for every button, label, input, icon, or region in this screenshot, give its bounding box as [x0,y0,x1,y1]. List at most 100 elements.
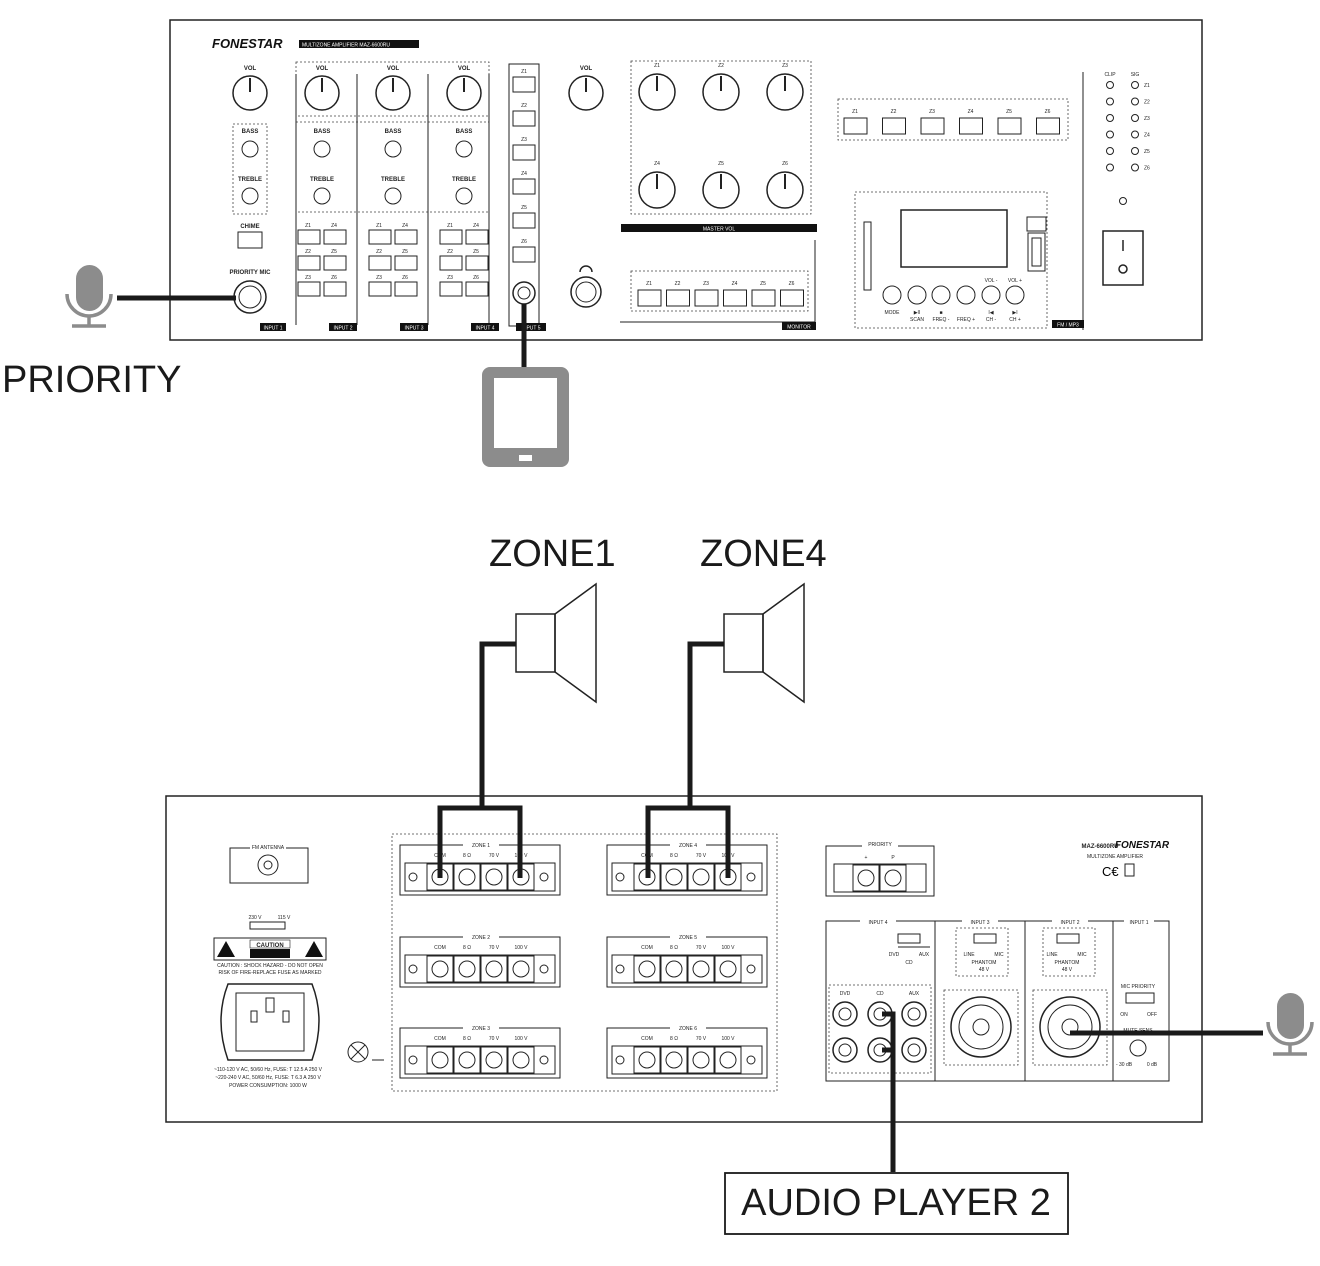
master-zone-knob[interactable] [766,73,804,111]
treble-knob[interactable] [384,187,402,205]
rca-jack[interactable] [901,1037,927,1063]
speaker-terminal[interactable] [480,955,508,983]
speaker-terminal[interactable] [714,955,742,983]
speaker-terminal[interactable] [480,863,508,891]
rca-jack[interactable] [832,1001,858,1027]
fm-antenna-jack[interactable] [257,854,279,876]
master-zone-knob[interactable] [702,171,740,209]
zone-assign-button[interactable] [465,281,489,297]
master-zone-knob[interactable] [702,73,740,111]
headphone-jack[interactable] [570,276,602,308]
zone-assign-button[interactable] [394,281,418,297]
speaker-terminal[interactable] [687,863,715,891]
monitor-zone-button[interactable] [780,289,804,307]
player-button[interactable] [907,285,927,305]
speaker-terminal[interactable] [426,1046,454,1074]
rca-jack[interactable] [901,1001,927,1027]
speaker-terminal[interactable] [507,955,535,983]
speaker-terminal[interactable] [453,1046,481,1074]
priority-terminal-p[interactable] [879,864,907,892]
zone-assign-button[interactable] [368,229,392,245]
speaker-terminal[interactable] [633,955,661,983]
zone-assign-button[interactable] [368,255,392,271]
player-button[interactable] [931,285,951,305]
zone-assign-button[interactable] [368,281,392,297]
zone-assign-button[interactable] [439,229,463,245]
paging-zone-button[interactable] [882,117,906,135]
master-zone-knob[interactable] [766,171,804,209]
speaker-terminal[interactable] [507,1046,535,1074]
speaker-terminal[interactable] [714,1046,742,1074]
zone-assign-button[interactable] [394,229,418,245]
monitor-vol-knob[interactable] [568,75,604,111]
speaker-terminal[interactable] [453,955,481,983]
zone-assign-button[interactable] [394,255,418,271]
voltage-selector[interactable] [249,921,286,930]
player-button[interactable] [1005,285,1025,305]
speaker-terminal[interactable] [633,1046,661,1074]
speaker-terminal[interactable] [660,1046,688,1074]
zone-assign-button[interactable] [323,255,347,271]
mic-priority-switch[interactable] [1125,992,1155,1004]
paging-zone-button[interactable] [843,117,868,135]
zone-assign-button[interactable] [297,229,321,245]
input1-treble-knob[interactable] [241,187,259,205]
monitor-zone-button[interactable] [751,289,776,307]
speaker-terminal[interactable] [480,1046,508,1074]
paging-zone-button[interactable] [920,117,945,135]
vol-knob[interactable] [304,75,340,111]
treble-knob[interactable] [455,187,473,205]
treble-knob[interactable] [313,187,331,205]
input3-combo-jack[interactable] [950,996,1012,1058]
bass-knob[interactable] [455,140,473,158]
paging-zone-button[interactable] [997,117,1022,135]
input5-zone-button[interactable] [512,76,536,93]
paging-zone-button[interactable] [1036,117,1060,135]
player-button[interactable] [981,285,1001,305]
player-button[interactable] [882,285,902,305]
input2-line-mic-switch[interactable] [1056,933,1080,944]
zone-assign-button[interactable] [323,281,347,297]
bass-knob[interactable] [313,140,331,158]
input1-vol-knob[interactable] [232,75,268,111]
sd-card-slot[interactable] [863,221,872,291]
master-zone-knob[interactable] [638,73,676,111]
zone-assign-button[interactable] [297,255,321,271]
input4-source-switch[interactable] [897,933,921,944]
zone-assign-button[interactable] [323,229,347,245]
speaker-terminal[interactable] [660,955,688,983]
priority-terminal-plus[interactable] [852,864,880,892]
zone-assign-button[interactable] [439,281,463,297]
power-switch[interactable] [1102,230,1144,286]
monitor-zone-button[interactable] [637,289,662,307]
speaker-terminal[interactable] [453,863,481,891]
chime-button[interactable] [237,231,263,249]
speaker-terminal[interactable] [426,955,454,983]
monitor-zone-button[interactable] [723,289,747,307]
master-zone-knob[interactable] [638,171,676,209]
mute-sens-knob[interactable] [1129,1039,1147,1057]
zone-assign-button[interactable] [465,229,489,245]
input1-bass-knob[interactable] [241,140,259,158]
input5-zone-button[interactable] [512,144,536,161]
rca-jack[interactable] [832,1037,858,1063]
speaker-terminal[interactable] [660,863,688,891]
zone-assign-button[interactable] [297,281,321,297]
speaker-terminal[interactable] [687,1046,715,1074]
input5-zone-button[interactable] [512,178,536,195]
zone-assign-button[interactable] [439,255,463,271]
input2-combo-jack[interactable] [1039,996,1101,1058]
input5-zone-button[interactable] [512,212,536,229]
monitor-zone-button[interactable] [666,289,690,307]
ground-terminal[interactable] [347,1041,369,1063]
usb-port[interactable] [1027,232,1046,272]
bass-knob[interactable] [384,140,402,158]
vol-knob[interactable] [375,75,411,111]
vol-knob[interactable] [446,75,482,111]
input5-zone-button[interactable] [512,246,536,263]
input5-zone-button[interactable] [512,110,536,127]
power-inlet[interactable] [235,992,305,1052]
paging-zone-button[interactable] [959,117,983,135]
speaker-terminal[interactable] [687,955,715,983]
zone-assign-button[interactable] [465,255,489,271]
